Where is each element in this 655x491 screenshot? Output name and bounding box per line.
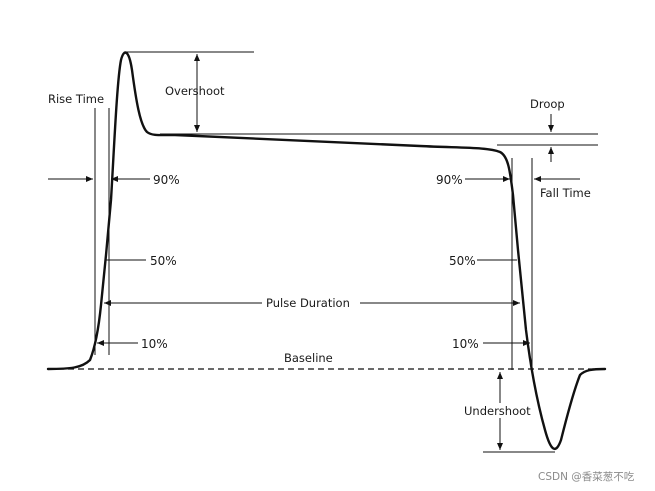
overshoot-label: Overshoot — [165, 84, 225, 98]
watermark-text: CSDN @香菜葱不吃 — [538, 470, 635, 483]
rise-time-label: Rise Time — [48, 92, 104, 106]
baseline-label: Baseline — [284, 351, 333, 365]
pct-10-right-label: 10% — [452, 337, 479, 351]
pct-90-left-label: 90% — [153, 173, 180, 187]
pulse-waveform — [46, 51, 607, 450]
pct-50-right-label: 50% — [449, 254, 476, 268]
pulse-duration-label: Pulse Duration — [266, 296, 350, 310]
pulse-duration-label-bg — [262, 295, 360, 310]
pct-10-left-label: 10% — [141, 337, 168, 351]
pct-90-right-label: 90% — [436, 173, 463, 187]
pct-50-left-label: 50% — [150, 254, 177, 268]
fall-time-label: Fall Time — [540, 186, 591, 200]
droop-label: Droop — [530, 97, 565, 111]
undershoot-label: Undershoot — [464, 404, 531, 418]
undershoot-label-bg — [462, 403, 536, 418]
